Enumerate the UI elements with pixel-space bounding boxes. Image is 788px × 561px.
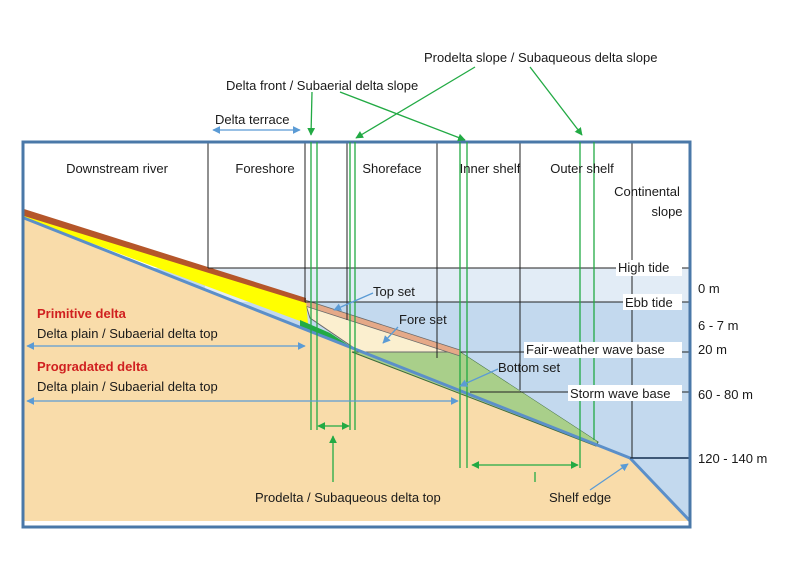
depth-60-80: 60 - 80 m: [698, 387, 753, 402]
progradated-delta-title: Progradated delta: [37, 359, 148, 374]
label-bottom-set: Bottom set: [498, 360, 561, 375]
depth-6-7: 6 - 7 m: [698, 318, 738, 333]
annotation-shelf-edge: Shelf edge: [549, 490, 611, 505]
label-storm-wave-base: Storm wave base: [570, 386, 670, 401]
depth-20: 20 m: [698, 342, 727, 357]
label-top-set: Top set: [373, 284, 415, 299]
label-high-tide: High tide: [618, 260, 669, 275]
primitive-delta-title: Primitive delta: [37, 306, 127, 321]
delta-plain-brown: [24, 209, 306, 303]
label-backgrounds: [524, 260, 682, 401]
depth-120-140: 120 - 140 m: [698, 451, 767, 466]
label-fair-weather-wave-base: Fair-weather wave base: [526, 342, 665, 357]
diagram-frame: [21, 140, 692, 529]
green-pointers: [307, 66, 583, 482]
zone-dividers: [207, 142, 633, 458]
zone-downstream-river: Downstream river: [66, 161, 169, 176]
annotation-prodelta-top: Prodelta / Subaqueous delta top: [255, 490, 441, 505]
depth-0: 0 m: [698, 281, 720, 296]
progradated-delta-subtitle: Delta plain / Subaerial delta top: [37, 379, 218, 394]
zone-foreshore: Foreshore: [235, 161, 294, 176]
label-fore-set: Fore set: [399, 312, 447, 327]
primitive-delta-yellow: [24, 214, 308, 324]
annotation-delta-front: Delta front / Subaerial delta slope: [226, 78, 418, 93]
label-ebb-tide: Ebb tide: [625, 295, 673, 310]
zone-continental-slope-line2: slope: [651, 204, 682, 219]
annotation-delta-terrace: Delta terrace: [215, 112, 289, 127]
zone-shoreface: Shoreface: [362, 161, 421, 176]
blue-arrows: [26, 126, 629, 491]
primitive-delta-subtitle: Delta plain / Subaerial delta top: [37, 326, 218, 341]
zone-inner-shelf: Inner shelf: [460, 161, 521, 176]
sea-floor-sand: [24, 218, 690, 521]
annotation-prodelta-slope: Prodelta slope / Subaqueous delta slope: [424, 50, 657, 65]
zone-outer-shelf: Outer shelf: [550, 161, 614, 176]
bottom-set-wedge: [458, 352, 598, 442]
zone-continental-slope-line1: Continental: [614, 184, 680, 199]
